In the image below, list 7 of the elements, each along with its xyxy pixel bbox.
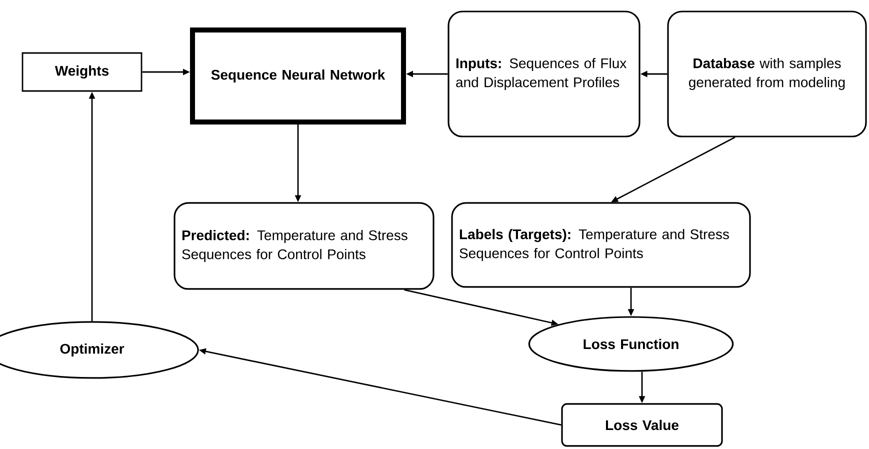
process-box: Inputs: Sequences of Flux and Displacement Profiles [448,10,640,138]
process-box: Labels (Targets): Temperature and Stress Sequences for Control Points [451,202,751,288]
process-box: Weights [22,52,142,92]
process-box: Loss Value [561,403,723,447]
process-box: Database with samples generated from modeling [667,10,867,138]
process-box: Predicted: Temperature and Stress Sequences for Control Points [174,202,434,290]
network-box: Sequence Neural Network [190,28,406,124]
